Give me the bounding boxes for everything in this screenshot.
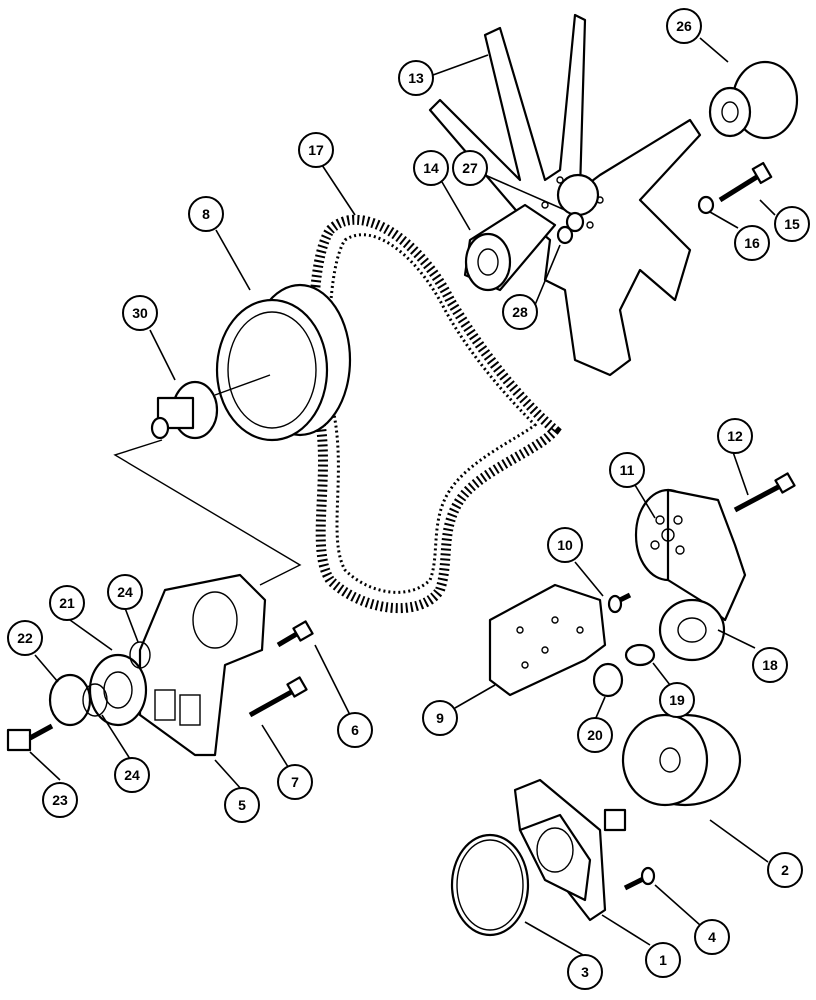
plate-bolt [607, 592, 632, 614]
svg-text:13: 13 [408, 70, 424, 86]
svg-text:2: 2 [781, 862, 789, 878]
svg-text:24: 24 [124, 767, 140, 783]
callout-19: 19 [659, 682, 695, 718]
svg-text:19: 19 [669, 692, 685, 708]
svg-text:1: 1 [659, 952, 667, 968]
snap-ring-24-lower [82, 683, 108, 717]
svg-text:15: 15 [784, 216, 800, 232]
callout-10: 10 [547, 527, 583, 563]
o-ring [450, 833, 530, 937]
svg-text:18: 18 [762, 657, 778, 673]
callout-26: 26 [666, 8, 702, 44]
callout-30: 30 [122, 295, 158, 331]
callout-21: 21 [49, 585, 85, 621]
fan-spacer [463, 203, 557, 292]
callout-13: 13 [398, 60, 434, 96]
callout-27: 27 [452, 150, 488, 186]
callout-24-lower: 24 [114, 757, 150, 793]
svg-text:22: 22 [17, 630, 33, 646]
drive-belt [308, 214, 562, 614]
svg-text:26: 26 [676, 18, 692, 34]
callout-7: 7 [277, 764, 313, 800]
svg-text:8: 8 [202, 206, 210, 222]
callout-4: 4 [694, 919, 730, 955]
plug [624, 643, 656, 667]
callout-2: 2 [767, 852, 803, 888]
callout-17: 17 [298, 132, 334, 168]
callout-14: 14 [413, 150, 449, 186]
mounting-plate [488, 583, 607, 697]
idler-pulley [88, 653, 148, 727]
svg-text:5: 5 [238, 797, 246, 813]
svg-text:28: 28 [512, 304, 528, 320]
snap-ring-24-upper [129, 641, 151, 669]
washer-28 [556, 225, 574, 245]
svg-text:11: 11 [620, 462, 635, 478]
callout-3: 3 [567, 954, 603, 990]
svg-text:30: 30 [132, 305, 148, 321]
svg-text:10: 10 [557, 537, 573, 553]
svg-text:4: 4 [708, 929, 716, 945]
callout-12: 12 [717, 418, 753, 454]
washer-27 [565, 211, 585, 233]
svg-text:7: 7 [291, 774, 299, 790]
svg-text:16: 16 [744, 235, 760, 251]
pump-bolt [623, 866, 656, 891]
svg-text:21: 21 [59, 595, 75, 611]
callout-5: 5 [224, 787, 260, 823]
svg-text:12: 12 [727, 428, 743, 444]
svg-text:17: 17 [308, 142, 324, 158]
svg-text:6: 6 [351, 722, 359, 738]
callout-6: 6 [337, 712, 373, 748]
tensioner-pulley [658, 598, 726, 662]
fan-bolt [718, 161, 773, 203]
idler-cap [48, 673, 92, 727]
svg-text:23: 23 [52, 792, 68, 808]
callout-16: 16 [734, 225, 770, 261]
washer-20 [592, 662, 624, 698]
svg-text:14: 14 [423, 160, 439, 176]
tensioner-bolt [733, 472, 796, 513]
bracket-bolt-7 [248, 676, 308, 718]
svg-text:20: 20 [587, 727, 603, 743]
callout-18: 18 [752, 647, 788, 683]
svg-text:9: 9 [436, 710, 444, 726]
washer-16 [697, 195, 715, 215]
callout-22: 22 [7, 620, 43, 656]
callout-9: 9 [422, 700, 458, 736]
fan-assembly [428, 13, 702, 377]
crankshaft-pulley [215, 283, 352, 442]
callout-28: 28 [502, 294, 538, 330]
callout-20: 20 [577, 717, 613, 753]
bracket-bolt-6 [276, 620, 314, 648]
crankshaft-hub [150, 380, 219, 440]
fan-pulley [708, 60, 799, 140]
callout-8: 8 [188, 196, 224, 232]
callout-23: 23 [42, 782, 78, 818]
water-pump-pulley [621, 713, 742, 807]
water-pump [513, 778, 627, 922]
idler-bracket [138, 573, 267, 757]
callout-11: 11 [609, 452, 645, 488]
svg-text:27: 27 [462, 160, 478, 176]
callout-15: 15 [774, 206, 810, 242]
svg-text:3: 3 [581, 964, 589, 980]
leader-lines [29, 37, 776, 956]
idler-bolt [6, 723, 54, 752]
svg-text:24: 24 [117, 584, 133, 600]
callout-24-upper: 24 [107, 574, 143, 610]
callout-1: 1 [645, 942, 681, 978]
